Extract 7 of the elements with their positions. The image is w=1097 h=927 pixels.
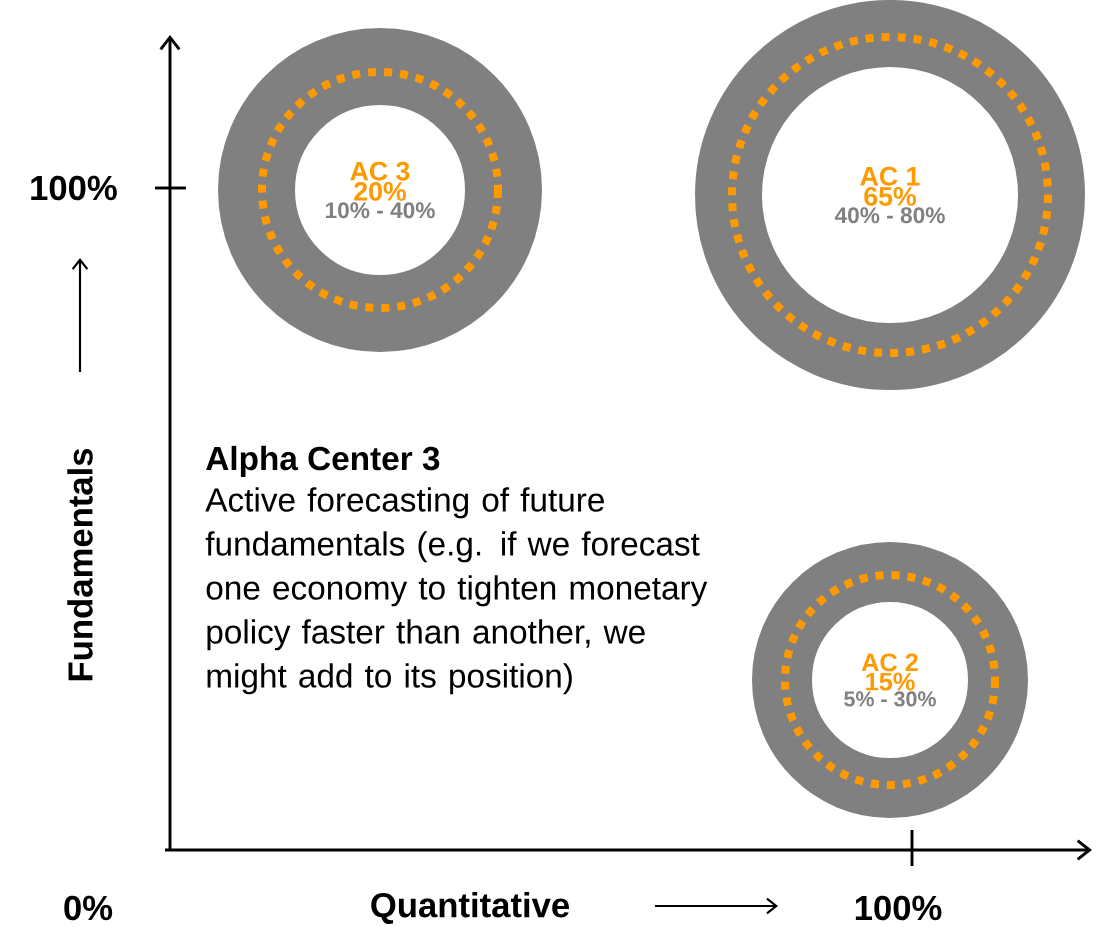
axis-label: 100% bbox=[31, 175, 117, 201]
axis-label: Quantitative bbox=[371, 892, 569, 924]
description-text: Active forecasting of future fundamentals (e.g. if we forecast one economy to tighten monetary policy faster than another, we might add to its position) bbox=[205, 487, 708, 695]
axis-label: Fundamentals bbox=[67, 448, 93, 681]
heading: Alpha Center 3 bbox=[206, 445, 440, 477]
axis-label: 0% bbox=[64, 895, 113, 921]
axis-label: 100% bbox=[855, 895, 942, 921]
